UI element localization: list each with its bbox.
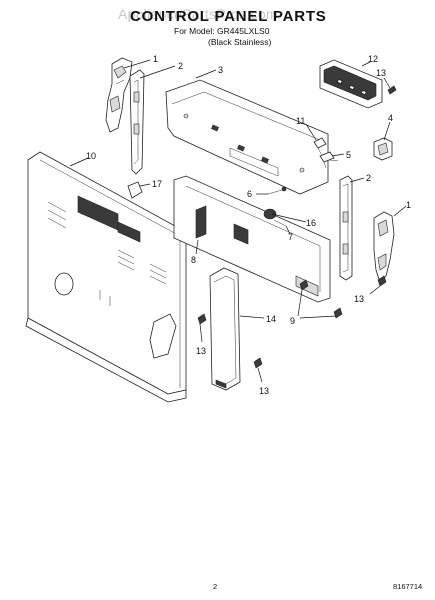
callout-12: 12 bbox=[368, 54, 378, 64]
callout-13-left: 13 bbox=[196, 346, 206, 356]
part-2-right-bracket bbox=[339, 175, 353, 281]
callout-5: 5 bbox=[346, 150, 351, 160]
callout-2-left: 2 bbox=[178, 61, 183, 71]
part-13-screw-right bbox=[377, 275, 387, 287]
callout-17: 17 bbox=[152, 179, 162, 189]
leader-lines bbox=[69, 59, 407, 383]
part-12-control-board bbox=[319, 59, 383, 109]
part-7-rod bbox=[273, 219, 287, 227]
callout-4: 4 bbox=[388, 113, 393, 123]
callout-7: 7 bbox=[288, 232, 293, 242]
callout-10: 10 bbox=[86, 151, 96, 161]
callout-11: 11 bbox=[296, 116, 305, 126]
callout-14: 14 bbox=[266, 314, 276, 324]
callout-8: 8 bbox=[191, 255, 196, 265]
part-13-screw-left bbox=[197, 313, 207, 325]
part-13-screw-bottom bbox=[253, 357, 263, 369]
part-5-switch bbox=[319, 151, 335, 169]
document-number: 8167714 bbox=[393, 582, 423, 591]
callout-9: 9 bbox=[290, 316, 295, 326]
part-3-console-panel bbox=[165, 79, 329, 195]
callout-3: 3 bbox=[218, 65, 223, 75]
part-10-rear-panel bbox=[25, 151, 187, 403]
part-2-left-bracket bbox=[129, 69, 145, 175]
part-6-pin bbox=[267, 186, 287, 195]
part-1-right-endcap bbox=[373, 211, 395, 283]
callout-2-right: 2 bbox=[366, 173, 371, 183]
part-14-side-trim bbox=[209, 267, 241, 391]
callout-1-left: 1 bbox=[153, 54, 158, 64]
watermark: AppliancePartsPros.com bbox=[118, 6, 278, 22]
model-subtitle: For Model: GR445LXLS0 bbox=[174, 26, 270, 36]
part-1-left-endcap bbox=[105, 57, 133, 133]
callout-6: 6 bbox=[247, 189, 252, 199]
callout-13-top: 13 bbox=[376, 68, 386, 78]
callout-13-bottom: 13 bbox=[259, 386, 269, 396]
callout-13-right: 13 bbox=[354, 294, 364, 304]
part-17-clip bbox=[127, 181, 143, 199]
callout-16: 16 bbox=[306, 218, 316, 228]
part-4-block bbox=[373, 137, 393, 161]
part-16-knob bbox=[263, 208, 277, 220]
callout-1-right: 1 bbox=[406, 200, 411, 210]
page-number: 2 bbox=[213, 582, 218, 591]
part-13-screw-top bbox=[387, 85, 397, 95]
color-subtitle: (Black Stainless) bbox=[208, 37, 272, 47]
page-title: CONTROL PANEL PARTS bbox=[130, 8, 327, 25]
